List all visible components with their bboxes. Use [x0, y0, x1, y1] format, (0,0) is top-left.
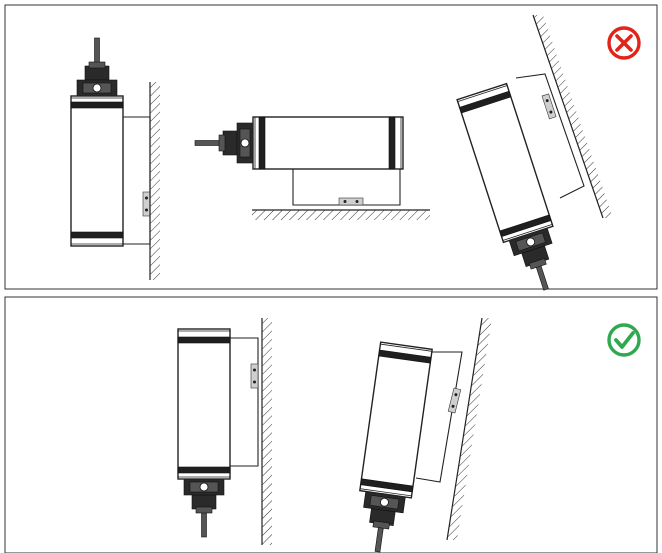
mounting-vertical-cable-down	[178, 318, 272, 545]
check-circle-icon	[607, 323, 641, 357]
panel-correct	[4, 296, 658, 553]
mounting-tilted-cable-down-incorrect	[457, 14, 613, 298]
mounting-vertical-cable-up	[70, 37, 160, 280]
panel-frame	[4, 296, 658, 553]
panel-incorrect	[4, 4, 658, 298]
mounting-tilted-cable-down-correct	[352, 317, 492, 553]
x-circle-icon	[607, 26, 641, 60]
mounting-horizontal-floor	[194, 116, 430, 220]
